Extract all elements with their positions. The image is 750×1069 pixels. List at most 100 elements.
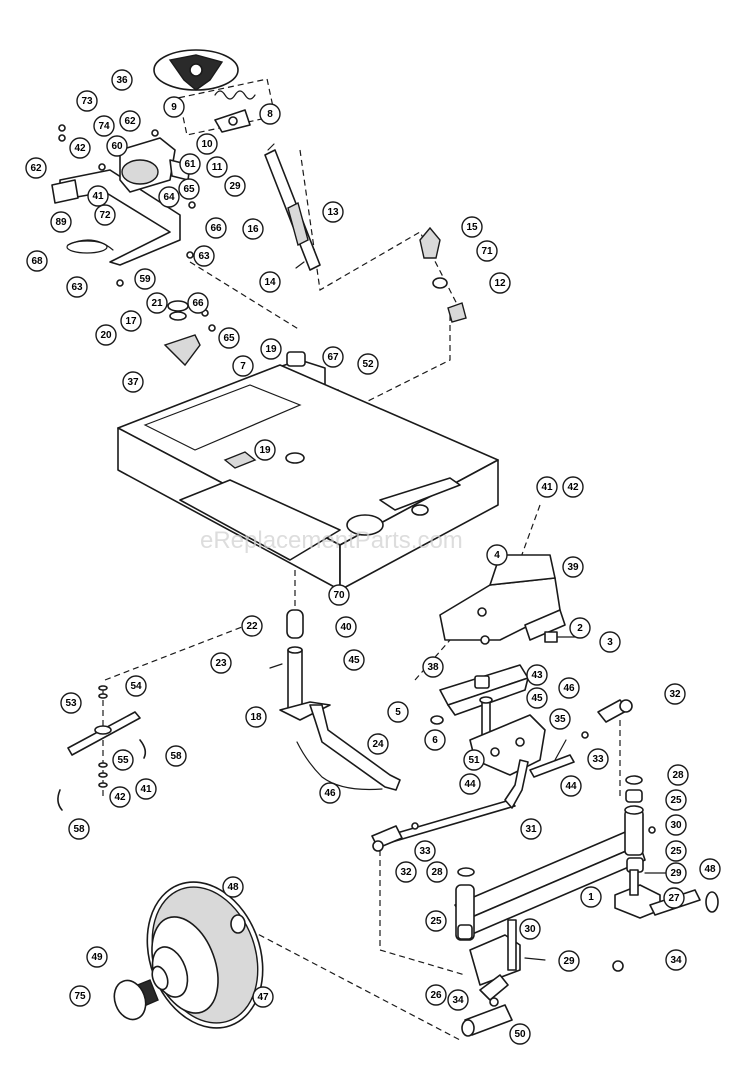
callout-number: 63 <box>198 251 210 262</box>
callout-number: 10 <box>201 139 213 150</box>
callout-28: 28 <box>426 861 448 883</box>
callout-63: 63 <box>193 245 215 267</box>
callout-46: 46 <box>319 782 341 804</box>
callout-number: 18 <box>250 712 262 723</box>
callout-41: 41 <box>135 778 157 800</box>
watermark-text: eReplacementParts.com <box>200 527 463 554</box>
callout-balloon <box>664 683 686 705</box>
callout-number: 32 <box>400 867 412 878</box>
callout-number: 71 <box>481 246 493 257</box>
callout-balloon <box>158 186 180 208</box>
callout-number: 33 <box>419 846 431 857</box>
callout-balloon <box>106 135 128 157</box>
callout-67: 67 <box>322 346 344 368</box>
callout-balloon <box>319 782 341 804</box>
callout-balloon <box>205 217 227 239</box>
callout-10: 10 <box>196 133 218 155</box>
callout-42: 42 <box>562 476 584 498</box>
callout-17: 17 <box>120 310 142 332</box>
callout-number: 28 <box>431 867 443 878</box>
callout-balloon <box>111 69 133 91</box>
callout-54: 54 <box>125 675 147 697</box>
callout-balloon <box>86 946 108 968</box>
callout-73: 73 <box>76 90 98 112</box>
callout-number: 23 <box>215 658 227 669</box>
callout-number: 63 <box>71 282 83 293</box>
callout-balloon <box>179 153 201 175</box>
callout-number: 5 <box>395 707 401 718</box>
callout-number: 62 <box>124 116 136 127</box>
callout-64: 64 <box>158 186 180 208</box>
callout-balloon <box>562 556 584 578</box>
callout-balloon <box>667 764 689 786</box>
callout-number: 65 <box>223 333 235 344</box>
ball-joints <box>371 699 633 852</box>
callout-number: 39 <box>567 562 579 573</box>
pivot-shaft <box>269 609 331 721</box>
callout-number: 46 <box>563 683 575 694</box>
callout-number: 4 <box>494 550 500 561</box>
callout-balloon <box>476 240 498 262</box>
callout-18: 18 <box>245 706 267 728</box>
callout-66: 66 <box>205 217 227 239</box>
callout-48: 48 <box>699 858 721 880</box>
callout-number: 49 <box>91 952 103 963</box>
callout-29: 29 <box>665 862 687 884</box>
callout-number: 52 <box>362 359 374 370</box>
callout-balloon <box>489 272 511 294</box>
callout-balloon <box>232 355 254 377</box>
callout-balloon <box>520 818 542 840</box>
callout-29: 29 <box>558 950 580 972</box>
callout-balloon <box>486 544 508 566</box>
callout-balloon <box>569 617 591 639</box>
callout-89: 89 <box>50 211 72 233</box>
callout-number: 29 <box>229 181 241 192</box>
callout-balloon <box>422 656 444 678</box>
callout-number: 53 <box>65 698 77 709</box>
callout-balloon <box>210 652 232 674</box>
callout-balloon <box>343 649 365 671</box>
callout-number: 51 <box>468 755 480 766</box>
callout-68: 68 <box>26 250 48 272</box>
callout-balloon <box>187 292 209 314</box>
callout-47: 47 <box>252 986 274 1008</box>
callout-number: 42 <box>114 792 126 803</box>
callout-balloon <box>254 439 276 461</box>
callout-62: 62 <box>25 157 47 179</box>
callout-number: 34 <box>670 955 682 966</box>
callout-balloon <box>665 789 687 811</box>
callout-balloon <box>426 861 448 883</box>
callout-25: 25 <box>665 789 687 811</box>
callout-balloon <box>68 818 90 840</box>
callout-5: 5 <box>387 701 409 723</box>
main-frame <box>117 364 499 591</box>
callout-38: 38 <box>422 656 444 678</box>
callout-balloon <box>165 745 187 767</box>
callout-41: 41 <box>536 476 558 498</box>
callout-balloon <box>122 371 144 393</box>
callout-42: 42 <box>69 137 91 159</box>
callout-number: 58 <box>73 824 85 835</box>
callout-7: 7 <box>232 355 254 377</box>
callout-balloon <box>241 615 263 637</box>
callout-35: 35 <box>549 708 571 730</box>
callout-balloon <box>387 701 409 723</box>
callout-number: 21 <box>151 298 163 309</box>
callout-balloon <box>665 862 687 884</box>
callout-6: 6 <box>424 729 446 751</box>
callout-number: 15 <box>466 222 478 233</box>
callout-9: 9 <box>163 96 185 118</box>
callout-balloon <box>665 949 687 971</box>
callout-balloon <box>425 910 447 932</box>
callout-number: 7 <box>240 361 246 372</box>
callout-number: 75 <box>74 991 86 1002</box>
callout-number: 66 <box>192 298 204 309</box>
callout-4: 4 <box>486 544 508 566</box>
callout-balloon <box>112 749 134 771</box>
callout-1: 1 <box>580 886 602 908</box>
callout-balloon <box>414 840 436 862</box>
callout-number: 66 <box>210 223 222 234</box>
callout-number: 64 <box>163 192 175 203</box>
